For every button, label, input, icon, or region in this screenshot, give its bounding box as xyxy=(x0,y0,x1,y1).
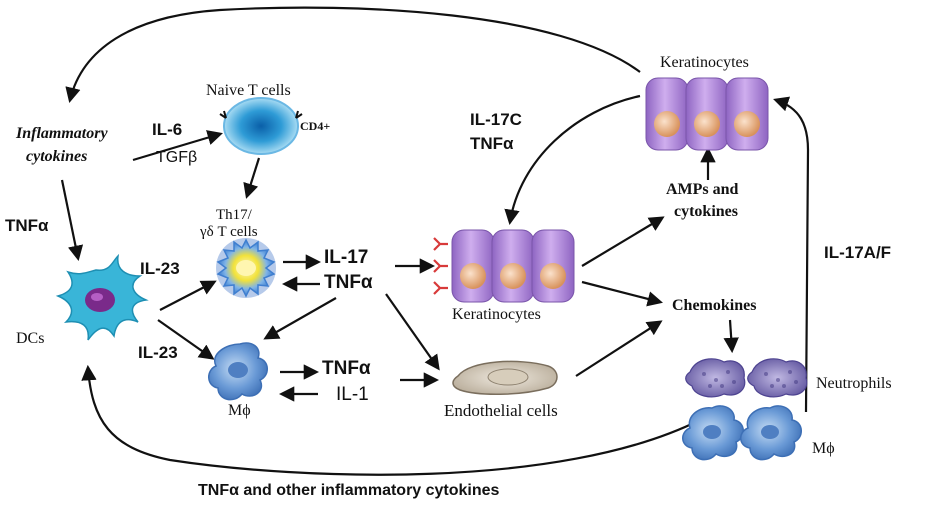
neutrophils xyxy=(685,358,808,398)
keratinocytes-middle xyxy=(433,229,575,303)
inflammatory-cytokines-label-line2: cytokines xyxy=(26,148,88,165)
dcs-label: DCs xyxy=(16,330,45,347)
arrow-cytokines-to-dcs xyxy=(60,179,84,262)
endothelial-cell xyxy=(452,360,558,395)
arrow-to-naive-t-cells xyxy=(132,130,223,162)
dendritic-cell xyxy=(55,253,149,341)
amps-label-line1: AMPs and xyxy=(666,181,739,198)
arrow-il17af-to-keratinocytes xyxy=(773,96,810,413)
tnfa-lower-label: TNFα xyxy=(322,358,371,379)
chemokines-label: Chemokines xyxy=(672,297,757,314)
keratinocytes-top xyxy=(645,77,769,151)
neutrophils-label: Neutrophils xyxy=(816,375,892,392)
inflammatory-cytokines-label-line1: Inflammatory xyxy=(16,125,108,142)
keratinocytes-middle-label: Keratinocytes xyxy=(452,306,541,323)
il17-label: IL-17 xyxy=(324,247,369,268)
macrophages-right xyxy=(682,405,802,461)
macrophage-center xyxy=(208,342,268,401)
cd4-label: CD4+ xyxy=(300,119,331,133)
tgfb-label: TGFβ xyxy=(156,149,198,166)
il6-label: IL-6 xyxy=(152,120,183,139)
arrow-dcs-to-th17 xyxy=(159,280,217,311)
arrow-keratinocytes-to-inflammatory-cytokines xyxy=(65,6,641,103)
il17af-label: IL-17A/F xyxy=(824,243,892,262)
il17c-label: IL-17C xyxy=(470,110,522,129)
tnfa-il17c-label: TNFα xyxy=(470,134,514,153)
tnfa-left-label: TNFα xyxy=(5,216,49,235)
arrow-naive-to-th17 xyxy=(243,157,261,199)
arrow-chemokines-to-neutrophils xyxy=(723,319,739,354)
arrow-bottom-loop-to-dcs xyxy=(81,364,701,476)
th17-label-line2: γδ T cells xyxy=(200,224,258,240)
il23-bottom-label: IL-23 xyxy=(138,343,178,362)
macrophage-right-label: Mϕ xyxy=(812,440,835,457)
endothelial-cells-label: Endothelial cells xyxy=(444,401,558,420)
naive-t-cell xyxy=(219,97,303,155)
th17-cell xyxy=(216,238,276,298)
keratinocytes-top-label: Keratinocytes xyxy=(660,54,749,71)
th17-label-line1: Th17/ xyxy=(216,207,252,223)
arrow-keratinocytes-to-amps xyxy=(581,216,665,267)
il23-top-label: IL-23 xyxy=(140,259,180,278)
bottom-caption: TNFα and other inflammatory cytokines xyxy=(198,482,500,499)
arrow-tnfa-to-macrophage xyxy=(263,297,337,340)
arrow-keratinocytes-to-chemokines xyxy=(581,280,663,307)
arrow-il17c-curve xyxy=(504,94,641,226)
naive-t-cells-label: Naive T cells xyxy=(206,82,291,99)
arrow-tnfa-to-endothelial xyxy=(385,293,440,371)
tnfa-center-label: TNFα xyxy=(324,272,373,293)
il17-receptor-icons xyxy=(433,237,448,295)
arrow-endothelial-to-chemokines xyxy=(575,320,663,377)
macrophage-center-label: Mϕ xyxy=(228,402,251,419)
receptor-icon xyxy=(295,110,303,119)
arrow-dcs-to-macrophage xyxy=(157,319,215,360)
amps-label-line2: cytokines xyxy=(674,203,738,220)
il1-label: IL-1 xyxy=(336,384,369,405)
receptor-icon xyxy=(219,110,227,119)
arrows xyxy=(60,6,810,476)
